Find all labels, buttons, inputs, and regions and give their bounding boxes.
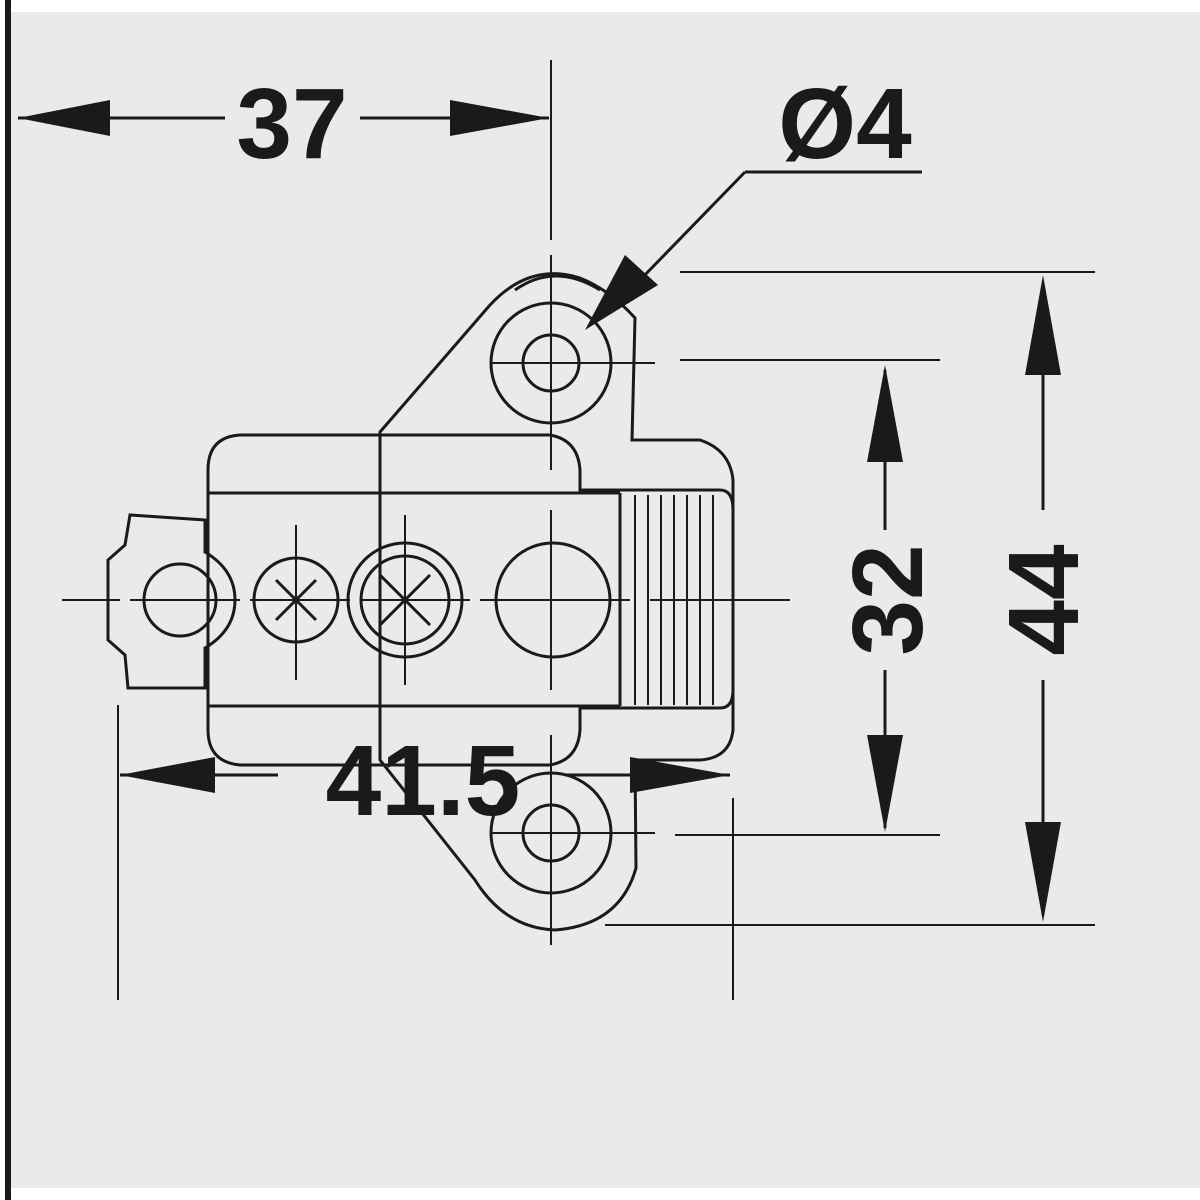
- dim-label-41-5: 41.5: [326, 725, 521, 837]
- mounting-plate-outline: [378, 272, 735, 932]
- dim-label-diameter-4: Ø4: [778, 68, 912, 180]
- center-lines: [62, 60, 790, 945]
- dimension-44: 44: [988, 275, 1100, 922]
- dim-label-32: 32: [832, 544, 944, 655]
- central-body: [206, 433, 735, 767]
- dim-label-44: 44: [988, 544, 1100, 656]
- dimension-32: 32: [832, 365, 944, 832]
- dimension-37: 37: [18, 68, 549, 180]
- dimension-41-5: 41.5: [120, 725, 730, 837]
- top-lobe-arc: [514, 274, 601, 292]
- left-clip: [106, 513, 237, 690]
- extension-lines: [117, 271, 1095, 1000]
- dimension-diameter-4: Ø4: [585, 68, 922, 330]
- dim-label-37: 37: [236, 68, 347, 180]
